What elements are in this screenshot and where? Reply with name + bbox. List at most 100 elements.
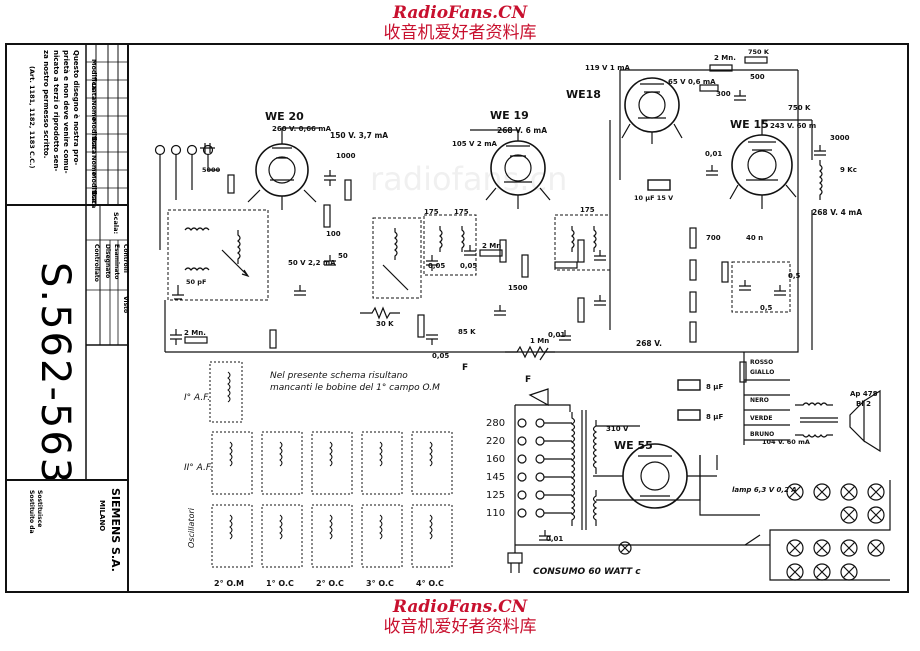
schematic	[154, 56, 891, 581]
label-r85k: 85 K	[458, 328, 476, 336]
label-lamp: lamp 6,3 V 0,2 A	[732, 486, 797, 494]
rev-col-nome-2: Nome	[90, 155, 98, 177]
substitutes-label: Sostituisce	[36, 490, 43, 527]
tube-we15-rating: 243 V. 60 m	[770, 122, 816, 130]
tap-110: 110	[486, 508, 505, 519]
label-c8b: 8 µF	[706, 413, 723, 421]
rev-col-modifica-2: Modifica	[90, 118, 98, 149]
checked-label: Controllato	[93, 244, 100, 282]
note-line-2: mancanti le bobine del 1° campo O.M	[270, 383, 440, 393]
label-c500: 500	[750, 73, 765, 81]
coil-col-4: 3° O.C	[366, 579, 394, 588]
label-r2mb: 2 Mn	[482, 242, 501, 250]
tube-we19-rating: 268 V. 6 mA	[497, 126, 547, 135]
label-r1m: 1 Mn	[530, 337, 549, 345]
wire-color-yellow: GIALLO	[750, 369, 774, 376]
label-r700: 700	[706, 234, 721, 242]
substituted-by-label: Sostituito da	[28, 490, 35, 534]
rev-col-data-3: Data	[90, 191, 98, 208]
label-f2: F	[525, 375, 531, 385]
tube-we20	[247, 127, 320, 210]
rev-col-modifica: Modifica	[90, 59, 98, 90]
watermark-site: RadioFans.CN	[392, 3, 528, 23]
notice-line-1: Questo disegno è nostra pro-	[72, 50, 80, 165]
label-c005c: 0,05	[432, 352, 449, 360]
tube-we18	[609, 70, 683, 330]
wire-color-black: NERO	[750, 397, 769, 404]
pilot-lamps	[618, 480, 891, 581]
label-r750k: 750 K	[748, 48, 770, 56]
rev-col-modifica-3: Modifica	[90, 172, 98, 203]
maker-city: MILANO	[98, 500, 106, 531]
watermark-cn: 收音机爱好者资料库	[383, 23, 537, 43]
label-field-v: 104 V. 60 mA	[762, 438, 810, 446]
tap-280: 280	[486, 418, 505, 429]
tube-we15	[729, 119, 812, 209]
title-block: Modifica Data Nome Modifica Data Nome Mo…	[6, 44, 129, 572]
wire-color-brown: BRUNO	[750, 431, 774, 438]
label-c001: 0,01	[548, 331, 565, 339]
tube-we55	[593, 443, 717, 509]
maker-name: SIEMENS S.A.	[109, 488, 122, 572]
tube-we20-label: WE 20	[265, 110, 304, 123]
rev-col-nome: Nome	[90, 100, 98, 122]
label-r9k: 9 Kc	[840, 166, 857, 174]
tube-we55-rating: 310 V	[606, 425, 629, 433]
label-c100: 100	[326, 230, 341, 238]
label-c10: 10 µF 15 V	[634, 194, 673, 202]
label-c001b: 0,01	[705, 150, 722, 158]
coil-row-2: II° A.F.	[184, 463, 213, 473]
watermark-banner-top: RadioFans.CN 收音机爱好者资料库	[0, 3, 920, 43]
coil-col-2: 1° O.C	[266, 579, 294, 588]
label-c05b: 0,5	[760, 304, 773, 312]
label-f1: F	[462, 363, 468, 373]
label-c50pf: 50 pF	[186, 278, 206, 286]
notice-line-3: nicato a terzi o riprodotto sen-	[52, 50, 60, 171]
tap-220: 220	[486, 436, 505, 447]
tube-we19	[470, 129, 551, 209]
drawn-label: Disegnato	[104, 244, 111, 278]
coil-row-1: I° A.F.	[184, 393, 210, 403]
visto-label: Visto	[122, 296, 129, 313]
notice-ref: (Art. 1181, 1182, 1183 C.C.)	[28, 66, 36, 169]
wire-color-green: VERDE	[750, 415, 772, 422]
label-c05: 0,5	[788, 272, 801, 280]
wire-color-red: ROSSO	[750, 359, 773, 366]
coil-col-5: 4° O.C	[416, 579, 444, 588]
tube-we19-label: WE 19	[490, 109, 529, 122]
scale-label: Scala:	[112, 212, 120, 234]
label-ap: Ap 478	[850, 390, 878, 398]
tap-160: 160	[486, 454, 505, 465]
watermark-site-bottom: RadioFans.CN	[392, 597, 528, 617]
tube-we15-label: WE 15	[730, 118, 769, 131]
antenna-terminals	[154, 143, 220, 250]
coil-row-3: Oscillatori	[187, 507, 196, 548]
label-c300: 300	[716, 90, 731, 98]
coil-col-3: 2° O.C	[316, 579, 344, 588]
label-c175b: 175	[454, 208, 469, 216]
examined-label: Esaminato	[113, 244, 120, 279]
tube-we18-rating: 119 V 1 mA	[585, 64, 631, 72]
label-v50: 50 V 2,2 mA	[288, 259, 336, 267]
tap-125: 125	[486, 490, 505, 501]
coil-matrix	[209, 361, 453, 568]
label-r40: 40 n	[746, 234, 763, 242]
label-v268: 268 V. 4 mA	[812, 208, 862, 217]
label-v105: 105 V 2 mA	[452, 140, 498, 148]
page-border	[5, 43, 909, 593]
rev-col-data-2: Data	[90, 137, 98, 154]
label-c001c: 0,01	[546, 535, 563, 543]
label-r2m: 2 Mn.	[184, 329, 206, 337]
label-c175c: 175	[580, 206, 595, 214]
model-number: S.562-563	[32, 262, 78, 485]
label-c005: 0,05	[428, 262, 445, 270]
label-c1000: 1000	[336, 152, 356, 160]
tube-we18-label: WE18	[566, 88, 601, 101]
label-c1500: 1500	[508, 284, 528, 292]
watermark-cn-bottom: 收音机爱好者资料库	[383, 617, 537, 637]
note-line-1: Nel presente schema risultano	[270, 371, 408, 381]
label-power: CONSUMO 60 WATT c	[533, 567, 641, 577]
label-r750kb: 750 K	[788, 104, 811, 112]
label-c5000: 5000	[202, 166, 221, 174]
